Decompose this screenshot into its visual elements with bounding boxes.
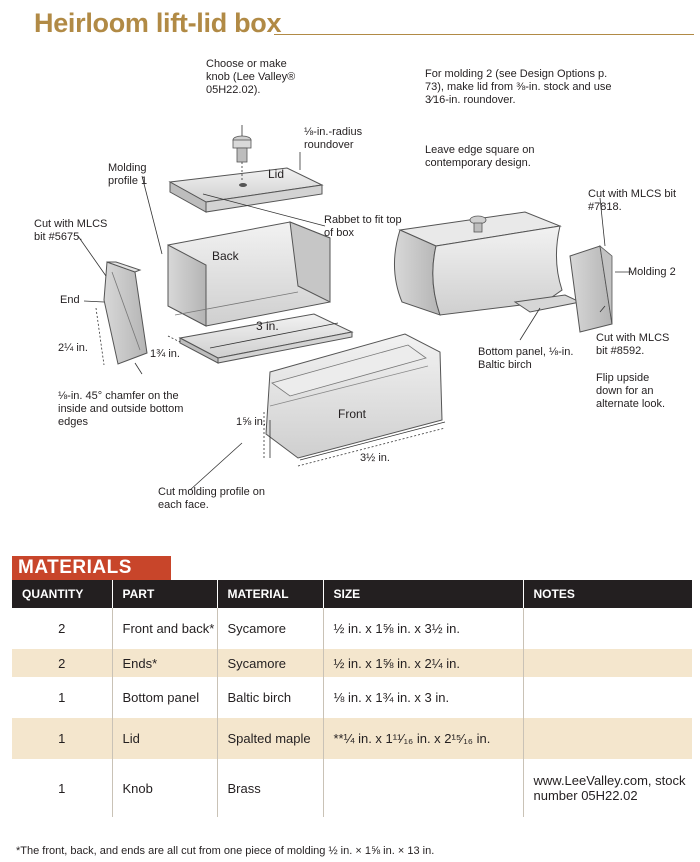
notes-cell <box>523 608 692 649</box>
label-mlcs-7818: Cut with MLCS bit #7818. <box>588 188 677 213</box>
label-dim-3-1-2: 3½ in. <box>360 452 390 464</box>
table-row: 1 Knob Brass www.LeeValley.com, stock nu… <box>12 759 692 817</box>
column-header: SIZE <box>323 580 524 608</box>
table-row: 2 Ends* Sycamore ½ in. x 1⅝ in. x 2¼ in. <box>12 649 692 677</box>
part-cell: Ends* <box>112 649 218 677</box>
label-mlcs-8592: Cut with MLCS bit #8592. <box>596 332 670 357</box>
assembled-box <box>393 211 613 333</box>
label-back: Back <box>212 249 239 263</box>
size-cell: ½ in. x 1⅝ in. x 3½ in. <box>323 608 524 649</box>
column-header: PART <box>112 580 218 608</box>
label-cut-profile: Cut molding profile on each face. <box>158 486 266 511</box>
label-chamfer: ⅛-in. 45° chamfer on the inside and outs… <box>58 390 184 428</box>
label-edge-square: Leave edge square on contemporary design… <box>425 144 535 169</box>
table-row: 1 Lid Spalted maple **¼ in. x 1¹¹⁄₁₆ in.… <box>12 718 692 759</box>
material-cell: Baltic birch <box>217 677 324 718</box>
notes-cell: www.LeeValley.com, stock number 05H22.02 <box>533 773 686 803</box>
table-header-row: QUANTITY PART MATERIAL SIZE NOTES <box>12 580 692 608</box>
column-header: NOTES <box>523 580 692 608</box>
column-header: MATERIAL <box>217 580 324 608</box>
materials-table: QUANTITY PART MATERIAL SIZE NOTES 2 Fron… <box>12 580 692 817</box>
label-end: End <box>60 294 80 306</box>
quantity-cell: 2 <box>12 608 113 649</box>
quantity-cell: 1 <box>12 677 113 718</box>
label-lid: Lid <box>268 167 285 181</box>
notes-cell <box>523 677 692 718</box>
notes-cell <box>523 649 692 677</box>
footnote: *The front, back, and ends are all cut f… <box>16 845 435 857</box>
leader-lines <box>77 175 632 491</box>
bottom-panel-part <box>178 313 354 364</box>
label-mlcs-5675: Cut with MLCS bit #5675. <box>34 218 108 243</box>
label-rabbet: Rabbet to fit top of box <box>324 214 402 239</box>
dimension-lines <box>95 307 446 467</box>
table-row: 1 Bottom panel Baltic birch ⅛ in. x 1¾ i… <box>12 677 692 718</box>
end-part <box>103 261 148 365</box>
label-front: Front <box>338 407 367 421</box>
box-illustration <box>77 125 632 491</box>
label-flip: Flip upside down for an alternate look. <box>596 372 666 410</box>
title-rule <box>274 34 694 35</box>
part-cell: Front and back* <box>112 608 218 649</box>
knob-part <box>232 125 252 163</box>
label-roundover: ⅛-in.-radius roundover <box>304 126 363 151</box>
label-molding-2-note: For molding 2 (see Design Options p. 73)… <box>425 68 612 106</box>
material-cell: Sycamore <box>217 608 324 649</box>
exploded-diagram: Choose or make knob (Lee Valley® 05H22.0… <box>0 40 700 540</box>
label-knob: Choose or make knob (Lee Valley® 05H22.0… <box>206 58 296 96</box>
back-part <box>167 221 331 327</box>
table-row: 2 Front and back* Sycamore ½ in. x 1⅝ in… <box>12 608 692 649</box>
material-cell: Brass <box>217 759 324 817</box>
quantity-cell: 1 <box>12 718 113 759</box>
page-title: Heirloom lift-lid box <box>34 8 282 38</box>
part-cell: Lid <box>112 718 218 759</box>
label-molding-2: Molding 2 <box>628 266 676 278</box>
size-cell: ⅛ in. x 1¾ in. x 3 in. <box>323 677 524 718</box>
quantity-cell: 1 <box>12 759 113 817</box>
label-molding-profile-1: Molding profile 1 <box>108 162 148 187</box>
front-part <box>265 333 446 461</box>
label-dim-1-3-4: 1¾ in. <box>150 348 180 360</box>
label-dim-1-5-8: 1⅝ in. <box>236 416 266 428</box>
quantity-cell: 2 <box>12 649 113 677</box>
material-cell: Sycamore <box>217 649 324 677</box>
part-cell: Bottom panel <box>112 677 218 718</box>
size-cell: ½ in. x 1⅝ in. x 2¼ in. <box>323 649 524 677</box>
materials-heading: MATERIALS <box>12 556 171 580</box>
label-dim-2-1-4: 2¼ in. <box>58 342 88 354</box>
label-dim-3: 3 in. <box>256 319 279 333</box>
part-cell: Knob <box>112 759 218 817</box>
label-bottom-panel: Bottom panel, ⅛-in. Baltic birch <box>478 346 574 371</box>
lid-part <box>168 152 324 213</box>
column-header: QUANTITY <box>12 580 113 608</box>
notes-cell <box>523 718 692 759</box>
material-cell: Spalted maple <box>217 718 324 759</box>
size-cell: **¼ in. x 1¹¹⁄₁₆ in. x 2¹⁵⁄₁₆ in. <box>323 718 524 759</box>
size-cell <box>323 759 524 817</box>
